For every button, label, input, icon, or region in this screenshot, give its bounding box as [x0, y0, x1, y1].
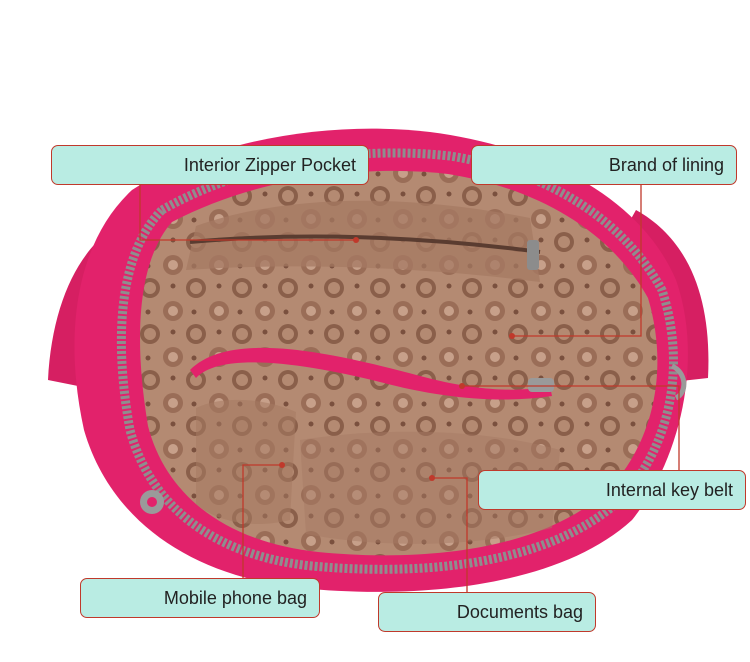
- interior-pocket: [186, 200, 540, 282]
- callout-internal-key-belt: Internal key belt: [478, 470, 746, 510]
- callout-brand-of-lining: Brand of lining: [471, 145, 737, 185]
- dot-brand-of-lining: [509, 333, 515, 339]
- zipper-pull: [527, 240, 539, 270]
- leader-documents-bag: [432, 477, 468, 592]
- callout-mobile-phone-bag: Mobile phone bag: [80, 578, 320, 618]
- dot-interior-zipper-pocket: [353, 237, 359, 243]
- dot-internal-key-belt: [459, 383, 465, 389]
- dot-documents-bag: [429, 475, 435, 481]
- callout-interior-zipper-pocket: Interior Zipper Pocket: [51, 145, 369, 185]
- phone-pocket: [196, 399, 296, 525]
- leader-internal-key-belt: [462, 385, 680, 470]
- key-clip: [528, 378, 554, 392]
- pocket-zipper: [189, 234, 541, 254]
- dot-mobile-phone-bag: [279, 462, 285, 468]
- callout-documents-bag: Documents bag: [378, 592, 596, 632]
- leader-brand-of-lining: [512, 185, 642, 337]
- documents-pocket: [300, 431, 560, 544]
- leader-mobile-phone-bag: [242, 464, 282, 578]
- leader-interior-zipper-pocket: [139, 185, 356, 241]
